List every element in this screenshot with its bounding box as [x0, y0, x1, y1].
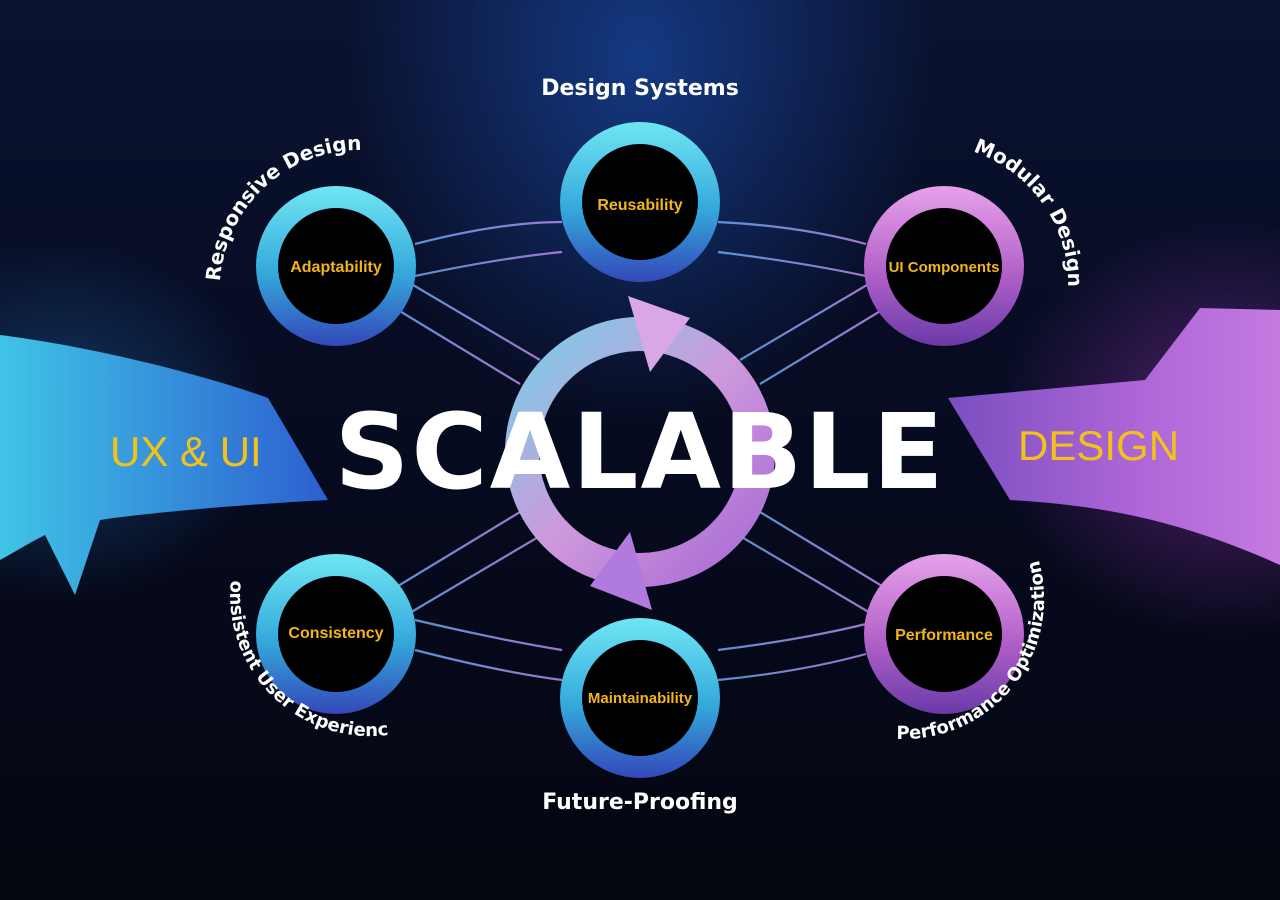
node-adaptability: Adaptability	[256, 186, 416, 346]
node-reusability-label: Reusability	[597, 197, 682, 214]
node-maintainability-label: Maintainability	[588, 690, 693, 707]
node-adaptability-label: Adaptability	[290, 259, 382, 276]
center-title: SCALABLE	[334, 391, 945, 513]
node-ui-components: UI Components	[864, 186, 1024, 346]
banner-ux-ui: UX & UI	[110, 428, 262, 475]
node-performance-label: Performance	[895, 627, 993, 644]
node-consistency-label: Consistency	[288, 625, 383, 642]
node-ui-components-label: UI Components	[889, 259, 1000, 276]
node-maintainability: Maintainability	[560, 618, 720, 778]
left-banner-arrow	[0, 335, 328, 595]
node-reusability: Reusability	[560, 122, 720, 282]
banner-design: DESIGN	[1018, 422, 1180, 469]
caption-future-proofing: Future-Proofing	[542, 790, 738, 815]
right-banner-arrow	[948, 308, 1280, 565]
connector-lines	[397, 220, 883, 682]
caption-design-systems: Design Systems	[541, 76, 739, 101]
node-consistency: Consistency	[256, 554, 416, 714]
node-performance: Performance	[864, 554, 1024, 714]
cycle-ring-icon	[505, 296, 775, 610]
